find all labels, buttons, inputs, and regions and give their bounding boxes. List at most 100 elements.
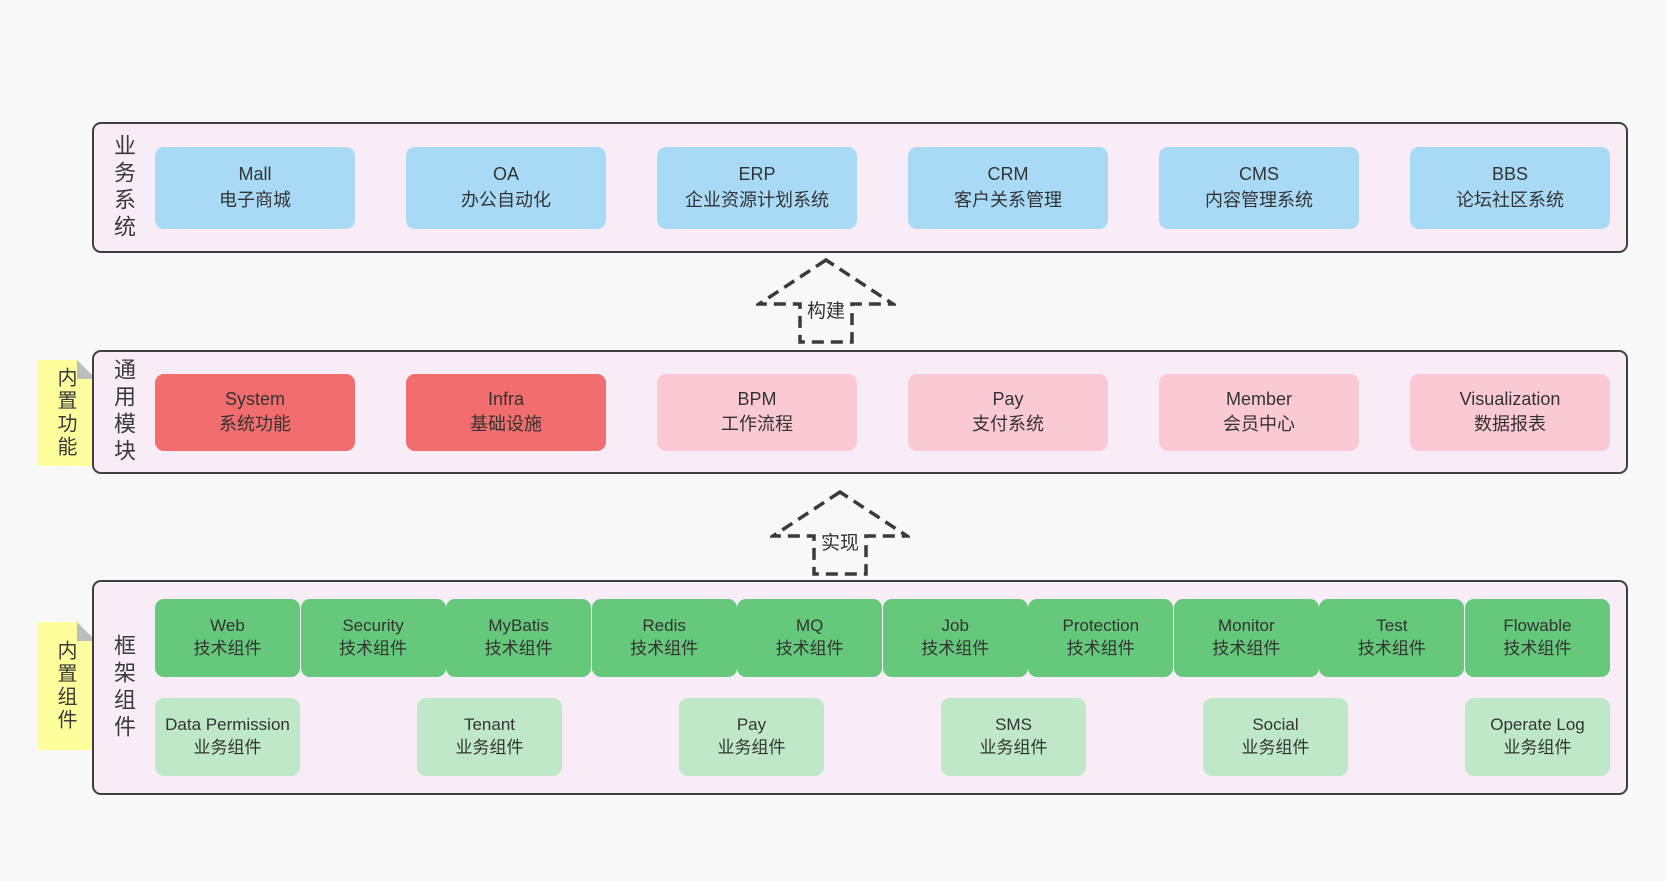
box-title: CMS xyxy=(1239,164,1279,185)
box-erp: ERP 企业资源计划系统 xyxy=(657,146,857,229)
box-subtitle: 支付系统 xyxy=(972,414,1044,434)
box-subtitle: 电子商城 xyxy=(219,189,291,210)
box-subtitle: 业务组件 xyxy=(979,738,1048,757)
box-subtitle: 数据报表 xyxy=(1474,414,1546,434)
box-subtitle: 技术组件 xyxy=(630,639,699,658)
box-oa: OA 办公自动化 xyxy=(406,146,606,229)
box-infra: Infra 基础设施 xyxy=(406,373,606,451)
box-subtitle: 技术组件 xyxy=(1066,639,1135,658)
box-subtitle: 办公自动化 xyxy=(461,189,551,210)
sticky-note-built-in-features: 内置功能 xyxy=(38,360,96,466)
panel-label-business: 业务系统 xyxy=(111,133,136,242)
box-subtitle: 会员中心 xyxy=(1223,414,1295,434)
box-bbs: BBS 论坛社区系统 xyxy=(1410,146,1610,229)
sticky-label: 内置功能 xyxy=(54,367,76,459)
components-box-grid: Web 技术组件 Security 技术组件 MyBatis 技术组件 Redi… xyxy=(155,599,1610,776)
box-subtitle: 技术组件 xyxy=(484,639,553,658)
box-title: SMS xyxy=(995,715,1032,735)
box-title: Member xyxy=(1225,388,1292,409)
sticky-label: 内置组件 xyxy=(54,640,76,732)
box-title: Protection xyxy=(1062,616,1140,636)
box-title: Infra xyxy=(487,388,525,409)
box-subtitle: 企业资源计划系统 xyxy=(685,189,829,210)
box-subtitle: 业务组件 xyxy=(717,738,786,757)
box-title: Redis xyxy=(642,616,686,636)
box-visualization: Visualization 数据报表 xyxy=(1410,373,1610,451)
arrow-up-icon xyxy=(756,257,896,344)
box-subtitle: 论坛社区系统 xyxy=(1456,189,1564,210)
box-pay-biz: Pay 业务组件 xyxy=(679,698,824,776)
business-box-row: Mall 电子商城 OA 办公自动化 ERP 企业资源计划系统 CRM 客户关系… xyxy=(155,124,1610,251)
box-subtitle: 工作流程 xyxy=(721,414,793,434)
box-title: BBS xyxy=(1491,164,1529,185)
box-security: Security 技术组件 xyxy=(300,599,446,677)
box-title: MyBatis xyxy=(488,616,549,636)
box-title: Social xyxy=(1252,715,1299,735)
box-title: MQ xyxy=(795,616,824,636)
box-subtitle: 基础设施 xyxy=(470,414,542,434)
box-subtitle: 技术组件 xyxy=(921,639,990,658)
box-title: Visualization xyxy=(1459,388,1561,409)
box-subtitle: 技术组件 xyxy=(775,639,844,658)
sticky-note-built-in-components: 内置组件 xyxy=(38,622,96,750)
box-sms: SMS 业务组件 xyxy=(941,698,1086,776)
box-subtitle: 业务组件 xyxy=(1503,738,1572,757)
box-subtitle: 技术组件 xyxy=(1212,639,1281,658)
box-title: OA xyxy=(492,164,519,185)
box-subtitle: 技术组件 xyxy=(1357,639,1426,658)
box-job: Job 技术组件 xyxy=(882,599,1028,677)
box-tenant: Tenant 业务组件 xyxy=(417,698,562,776)
box-title: Security xyxy=(342,616,404,636)
box-title: Data Permission xyxy=(165,715,290,735)
implement-arrow: 实现 xyxy=(770,489,910,577)
box-title: Flowable xyxy=(1503,616,1572,636)
arrow-label: 实现 xyxy=(816,527,864,556)
box-flowable: Flowable 技术组件 xyxy=(1464,599,1610,677)
box-subtitle: 系统功能 xyxy=(219,414,291,434)
box-title: Test xyxy=(1376,616,1408,636)
box-subtitle: 业务组件 xyxy=(455,738,524,757)
folded-corner-icon xyxy=(77,622,96,641)
box-title: Operate Log xyxy=(1490,715,1585,735)
box-subtitle: 技术组件 xyxy=(1503,639,1572,658)
box-title: Tenant xyxy=(463,715,516,735)
common-modules-panel: 通用模块 System 系统功能 Infra 基础设施 BPM 工作流程 Pay… xyxy=(92,350,1628,474)
box-system: System 系统功能 xyxy=(155,373,355,451)
box-title: Pay xyxy=(992,388,1024,409)
box-subtitle: 技术组件 xyxy=(339,639,408,658)
box-monitor: Monitor 技术组件 xyxy=(1173,599,1319,677)
box-title: Pay xyxy=(736,715,767,735)
box-bpm: BPM 工作流程 xyxy=(657,373,857,451)
box-data-permission: Data Permission 业务组件 xyxy=(155,698,300,776)
box-subtitle: 内容管理系统 xyxy=(1205,189,1313,210)
box-subtitle: 业务组件 xyxy=(193,738,262,757)
box-subtitle: 客户关系管理 xyxy=(954,189,1062,210)
box-subtitle: 业务组件 xyxy=(1241,738,1310,757)
business-systems-panel: 业务系统 Mall 电子商城 OA 办公自动化 ERP 企业资源计划系统 CRM… xyxy=(92,122,1628,253)
box-title: Job xyxy=(941,616,969,636)
box-protection: Protection 技术组件 xyxy=(1028,599,1174,677)
panel-label-components: 框架组件 xyxy=(111,633,136,742)
modules-box-row: System 系统功能 Infra 基础设施 BPM 工作流程 Pay 支付系统… xyxy=(155,352,1610,472)
box-subtitle: 技术组件 xyxy=(193,639,262,658)
folded-corner-icon xyxy=(77,360,96,379)
box-crm: CRM 客户关系管理 xyxy=(908,146,1108,229)
box-redis: Redis 技术组件 xyxy=(591,599,737,677)
box-mall: Mall 电子商城 xyxy=(155,146,355,229)
arrow-label: 构建 xyxy=(802,295,850,324)
box-mybatis: MyBatis 技术组件 xyxy=(446,599,592,677)
box-title: Mall xyxy=(238,164,272,185)
box-cms: CMS 内容管理系统 xyxy=(1159,146,1359,229)
box-title: BPM xyxy=(737,388,777,409)
box-mq: MQ 技术组件 xyxy=(737,599,883,677)
panel-label-modules: 通用模块 xyxy=(111,358,136,466)
box-operate-log: Operate Log 业务组件 xyxy=(1465,698,1610,776)
framework-components-panel: 框架组件 Web 技术组件 Security 技术组件 MyBatis 技术组件… xyxy=(92,580,1628,795)
build-arrow: 构建 xyxy=(756,257,896,345)
box-test: Test 技术组件 xyxy=(1319,599,1465,677)
box-member: Member 会员中心 xyxy=(1159,373,1359,451)
box-title: System xyxy=(224,388,285,409)
box-social: Social 业务组件 xyxy=(1203,698,1348,776)
box-web: Web 技术组件 xyxy=(155,599,300,677)
